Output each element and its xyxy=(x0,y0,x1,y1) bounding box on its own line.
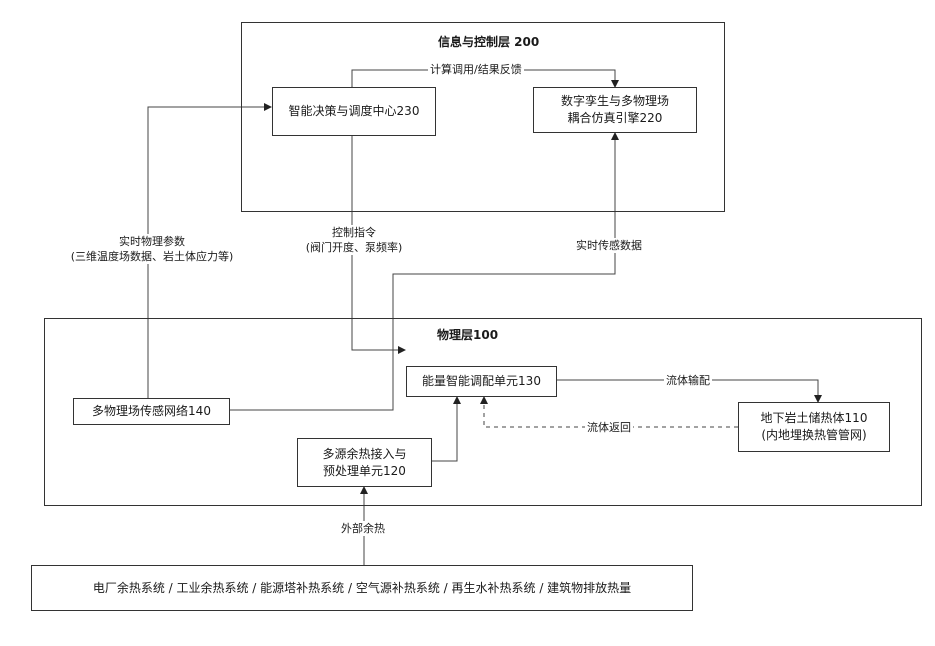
sensor-network-node: 多物理场传感网络140 xyxy=(73,398,230,425)
fluid-supply-label: 流体输配 xyxy=(664,373,712,388)
heat-access-node: 多源余热接入与 预处理单元120 xyxy=(297,438,432,487)
calc-call-label: 计算调用/结果反馈 xyxy=(428,62,524,77)
fluid-return-label: 流体返回 xyxy=(585,420,633,435)
realtime-sensor-label: 实时传感数据 xyxy=(574,238,644,253)
physical-layer-title: 物理层100 xyxy=(437,326,498,343)
external-heat-label: 外部余热 xyxy=(339,521,387,536)
info-control-layer-title: 信息与控制层 200 xyxy=(438,33,539,50)
control-command-label: 控制指令 (阀门开度、泵频率) xyxy=(290,225,418,255)
heat-sources-node: 电厂余热系统 / 工业余热系统 / 能源塔补热系统 / 空气源补热系统 / 再生… xyxy=(31,565,693,611)
energy-dispatch-node: 能量智能调配单元130 xyxy=(406,366,557,397)
underground-storage-node: 地下岩土储热体110 (内地埋换热管管网) xyxy=(738,402,890,452)
decision-center-node: 智能决策与调度中心230 xyxy=(272,87,436,136)
digital-twin-node: 数字孪生与多物理场 耦合仿真引擎220 xyxy=(533,87,697,133)
realtime-physical-label: 实时物理参数 (三维温度场数据、岩土体应力等) xyxy=(60,234,244,264)
